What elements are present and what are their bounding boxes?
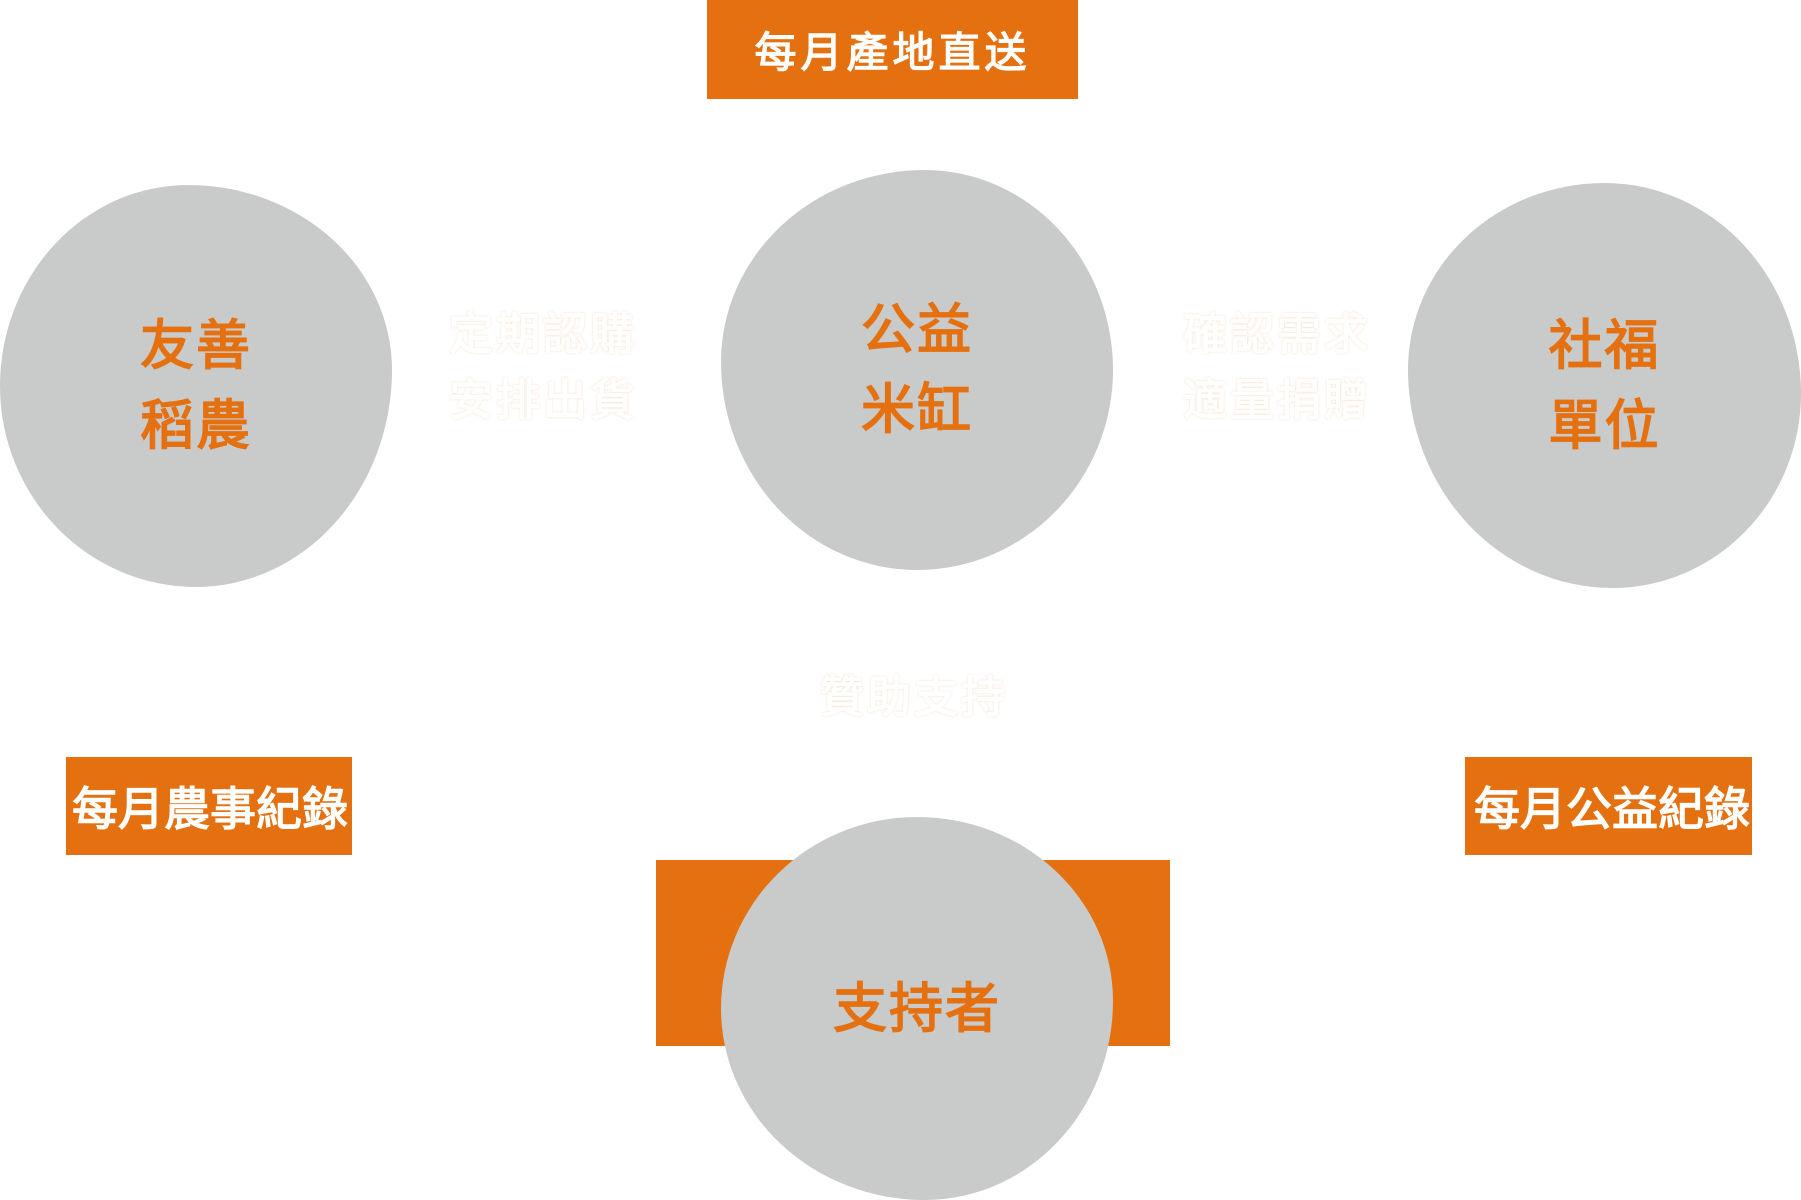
farmer-node: 友善 稻農 xyxy=(0,185,392,587)
left-lower-connector xyxy=(197,855,648,976)
charity-rice-jar-label: 公益 米缸 xyxy=(861,298,973,441)
left-flow-bottom-arrowhead xyxy=(617,459,649,488)
bottom-flow-label: 贊助支持 xyxy=(820,672,1008,723)
bottom-flow-right-arrowhead xyxy=(1035,627,1063,656)
charity-rice-jar-node: 公益 米缸 xyxy=(721,170,1113,570)
social-welfare-node: 社福 單位 xyxy=(1408,183,1801,588)
left-flow-label: 定期認購 安排出貨 xyxy=(449,309,637,426)
farmer-node-label: 友善 稻農 xyxy=(140,314,252,457)
right-flow-label: 確認需求 適量捐贈 xyxy=(1183,309,1371,426)
social-welfare-label: 社福 單位 xyxy=(1548,313,1661,457)
left-flow-top-arrowhead xyxy=(439,255,471,283)
monthly-direct-shipping-text: 每月產地直送 xyxy=(754,28,1031,77)
right-lower-connector xyxy=(1175,855,1594,976)
left-lower-arrowhead xyxy=(621,974,649,1001)
right-lower-arrowhead xyxy=(1174,949,1201,976)
bottom-flow-left-arrowhead xyxy=(763,727,791,759)
monthly-farm-record-tag: 每月農事紀錄 xyxy=(66,757,352,855)
monthly-charity-record-text: 每月公益紀錄 xyxy=(1474,782,1750,836)
right-flow-bottom-arrowhead xyxy=(1349,459,1381,488)
top-right-arrowhead xyxy=(1584,99,1608,126)
monthly-direct-shipping-tag: 每月產地直送 xyxy=(707,0,1078,99)
monthly-farm-record-text: 每月農事紀錄 xyxy=(72,782,348,836)
right-flow-top-arrowhead xyxy=(1171,255,1201,283)
monthly-charity-record-tag: 每月公益紀錄 xyxy=(1465,757,1752,855)
supporter-node: 支持者 xyxy=(721,817,1113,1200)
supporter-node-label: 支持者 xyxy=(833,976,1001,1040)
